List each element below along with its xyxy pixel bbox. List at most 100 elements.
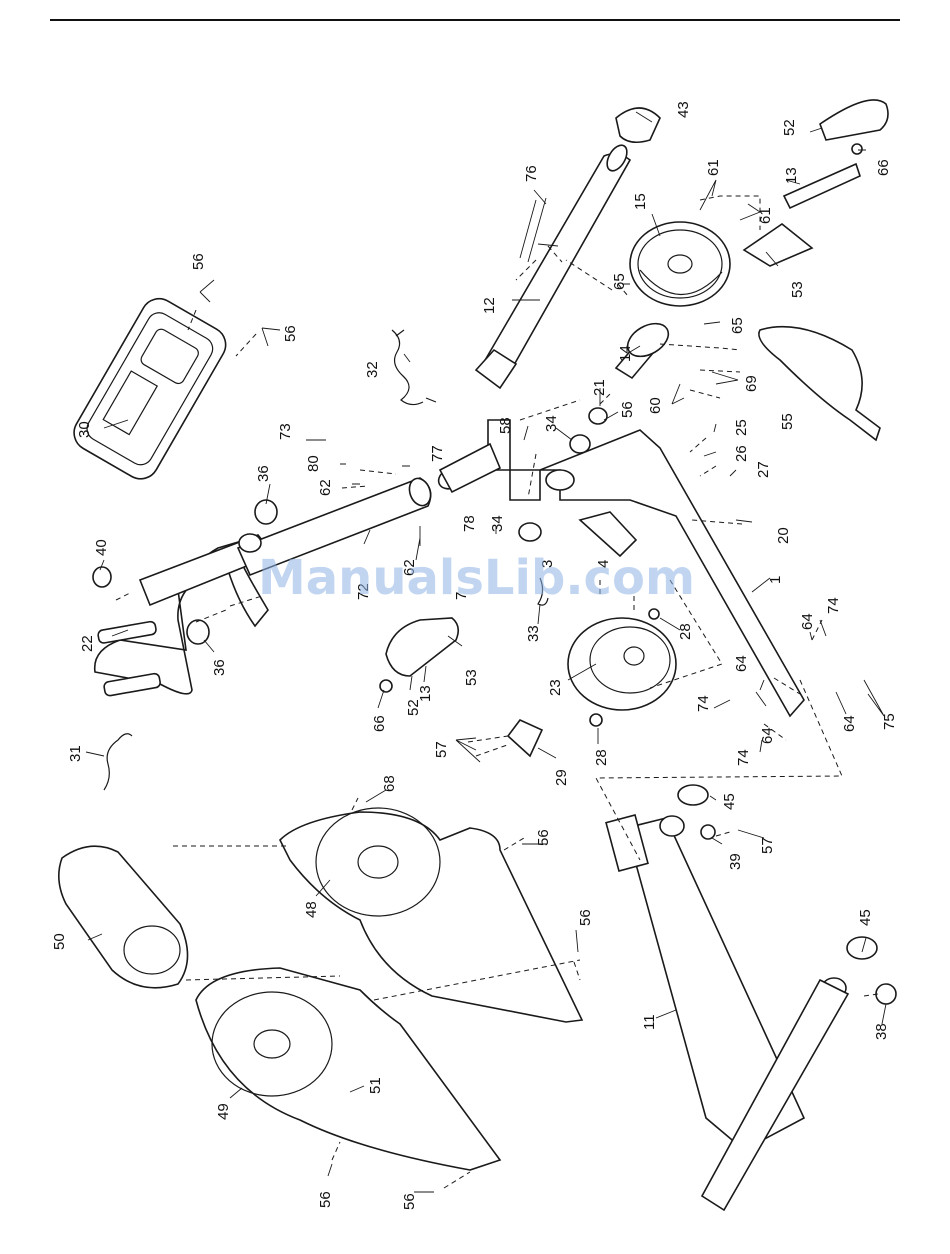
callout-49: 28 [677,623,694,640]
callout-44: 36 [211,659,228,676]
callout-52: 64 [733,655,750,672]
callout-70: 50 [51,933,68,950]
callout-2: 56 [282,325,299,342]
watermark: ManualsLib.com [258,550,695,606]
callout-74: 38 [873,1023,890,1040]
callout-76: 49 [215,1103,232,1120]
callout-59: 64 [759,727,776,744]
callout-22: 69 [743,375,760,392]
callout-20: 56 [619,401,636,418]
callout-19: 58 [497,417,514,434]
callout-67: 57 [759,837,776,854]
bearing-34-upper [570,435,590,453]
callout-32: 36 [255,465,272,482]
callout-31: 77 [429,445,446,462]
callout-35: 78 [461,515,478,532]
left-pedal-52 [386,618,458,676]
callout-50: 74 [825,597,842,614]
callout-18: 21 [591,379,608,396]
callout-60: 57 [433,741,450,758]
callout-12: 13 [783,167,800,184]
callout-29: 80 [305,455,322,472]
callout-75: 51 [367,1077,384,1094]
callout-68: 39 [727,853,744,870]
callout-56: 74 [735,749,752,766]
callout-51: 64 [799,613,816,630]
callout-72: 45 [857,909,874,926]
callout-10: 15 [632,193,649,210]
resistance-wheel [568,618,676,710]
callout-6: 76 [523,165,540,182]
callout-73: 11 [641,1014,658,1030]
callout-77: 56 [317,1191,334,1208]
knob-36-lower [187,620,209,644]
callout-28: 73 [277,423,294,440]
callout-78: 56 [401,1193,418,1210]
nut-66-left [380,680,392,692]
seat-post [484,154,630,372]
flywheel [630,222,730,306]
nut-28-upper [649,609,659,619]
callout-13: 66 [875,159,892,176]
callout-30: 62 [317,479,334,496]
callout-36: 34 [489,515,506,532]
callout-71: 56 [577,909,594,926]
callout-25: 26 [733,445,750,462]
callout-62: 28 [593,749,610,766]
callout-8: 61 [705,159,722,176]
callout-53: 23 [547,679,564,696]
callout-15: 65 [611,273,628,290]
end-cap-40 [93,567,111,587]
callout-5: 12 [481,297,498,314]
end-cap-45-lower [847,937,877,959]
crank-cover-50 [59,846,188,988]
nut-66-right [852,144,862,154]
drive-belt [759,327,880,440]
shield-plate-53-right [744,224,812,266]
sensor-bracket [508,720,542,756]
callout-3: 30 [76,421,93,438]
callout-4: 32 [364,361,381,378]
callout-16: 65 [729,317,746,334]
callout-7: 43 [675,101,692,118]
console-wire [392,330,436,405]
callout-58: 64 [841,715,858,732]
pulse-wire [104,734,132,790]
right-pedal-52 [820,100,888,140]
end-cap-45-upper [678,785,708,805]
bearing-21 [589,408,607,424]
callout-61: 29 [553,769,570,786]
nut-28-lower [590,714,602,726]
callout-69: 48 [303,901,320,918]
callout-47: 52 [405,699,422,716]
bearing-34-lower [519,523,541,541]
callout-27: 55 [779,413,796,430]
callout-66: 56 [535,829,552,846]
callout-11: 52 [781,119,798,136]
callout-55: 74 [695,695,712,712]
callout-23: 60 [647,397,664,414]
callout-14: 53 [789,281,806,298]
callout-54: 33 [525,625,542,642]
callout-43: 22 [79,635,96,652]
callout-9: 61 [757,207,774,224]
callout-48: 66 [371,715,388,732]
leveler-38 [876,984,896,1004]
callout-34: 20 [775,527,792,544]
callout-17: 14 [617,345,634,362]
frame-seat-tube [440,444,500,492]
callout-64: 68 [381,775,398,792]
callout-57: 75 [881,713,898,730]
callout-33: 40 [93,539,110,556]
callout-63: 31 [67,745,84,762]
wheel-39 [701,825,715,839]
callout-65: 45 [721,793,738,810]
console [68,292,233,485]
callout-1: 56 [190,253,207,270]
callout-24: 25 [733,419,750,436]
stabilizer-end-upper [660,816,684,836]
frame-bearing-housing [546,470,574,490]
callout-21: 34 [543,415,560,432]
